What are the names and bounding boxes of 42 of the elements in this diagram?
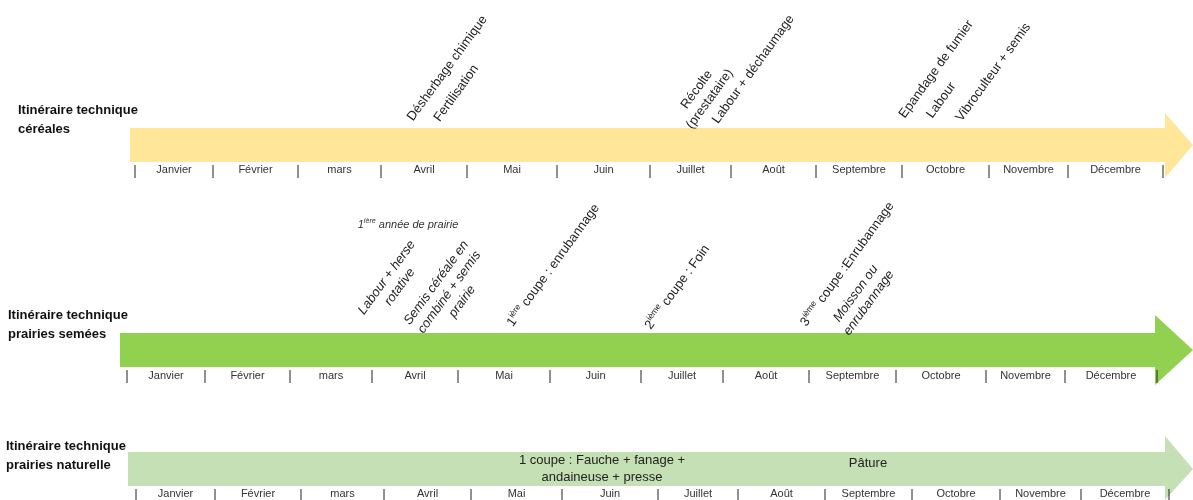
month-label: Janvier bbox=[157, 487, 194, 499]
month-label: Décembre bbox=[1085, 369, 1137, 381]
month-label: Novembre bbox=[1003, 163, 1054, 175]
month-label: Juillet bbox=[667, 369, 697, 381]
month-label: Avril bbox=[416, 487, 439, 499]
month-label: mars bbox=[318, 369, 344, 381]
month-label: Août bbox=[770, 487, 793, 499]
month-label: Mai bbox=[495, 369, 513, 381]
month-label: Septembre bbox=[841, 487, 896, 499]
month-label: mars bbox=[327, 163, 352, 175]
month-label: Septembre bbox=[825, 369, 880, 381]
month-label: Août bbox=[754, 369, 778, 381]
month-label: Mai bbox=[503, 163, 521, 175]
row-heading: Itinéraire technique prairies naturelle bbox=[6, 437, 127, 474]
month-label: Février bbox=[230, 369, 265, 381]
month-label: Mai bbox=[507, 487, 526, 499]
month-label: Décembre bbox=[1099, 487, 1151, 499]
row-heading: Itinéraire technique prairies semées bbox=[8, 306, 129, 343]
month-label: Janvier bbox=[148, 369, 184, 381]
month-label: Juin bbox=[585, 369, 606, 381]
month-label: Février bbox=[240, 487, 276, 499]
month-label: Juillet bbox=[683, 487, 713, 499]
month-label: Septembre bbox=[832, 163, 886, 175]
month-label: mars bbox=[330, 487, 355, 499]
operation-label: 1 coupe : Fauche + fanage + andaineuse + presse bbox=[517, 451, 687, 485]
month-label: Avril bbox=[413, 163, 435, 175]
month-label: Novembre bbox=[1000, 369, 1051, 381]
month-label: Octobre bbox=[925, 163, 966, 175]
month-label: Juin bbox=[599, 487, 621, 499]
note-text: 1$^{ière}$ année de prairie bbox=[357, 218, 459, 230]
row-heading: Itinéraire technique céréales bbox=[18, 101, 139, 138]
month-label: Juin bbox=[593, 163, 614, 175]
month-label: Décembre bbox=[1090, 163, 1141, 175]
month-label: Juillet bbox=[676, 163, 705, 175]
month-label: Janvier bbox=[156, 163, 192, 175]
month-label: Octobre bbox=[921, 369, 961, 381]
month-label: Novembre bbox=[1015, 487, 1066, 499]
month-label: Avril bbox=[404, 369, 426, 381]
month-label: Octobre bbox=[936, 487, 976, 499]
month-label: Février bbox=[238, 163, 273, 175]
operation-label: Pâture bbox=[847, 453, 889, 471]
month-label: Août bbox=[762, 163, 785, 175]
